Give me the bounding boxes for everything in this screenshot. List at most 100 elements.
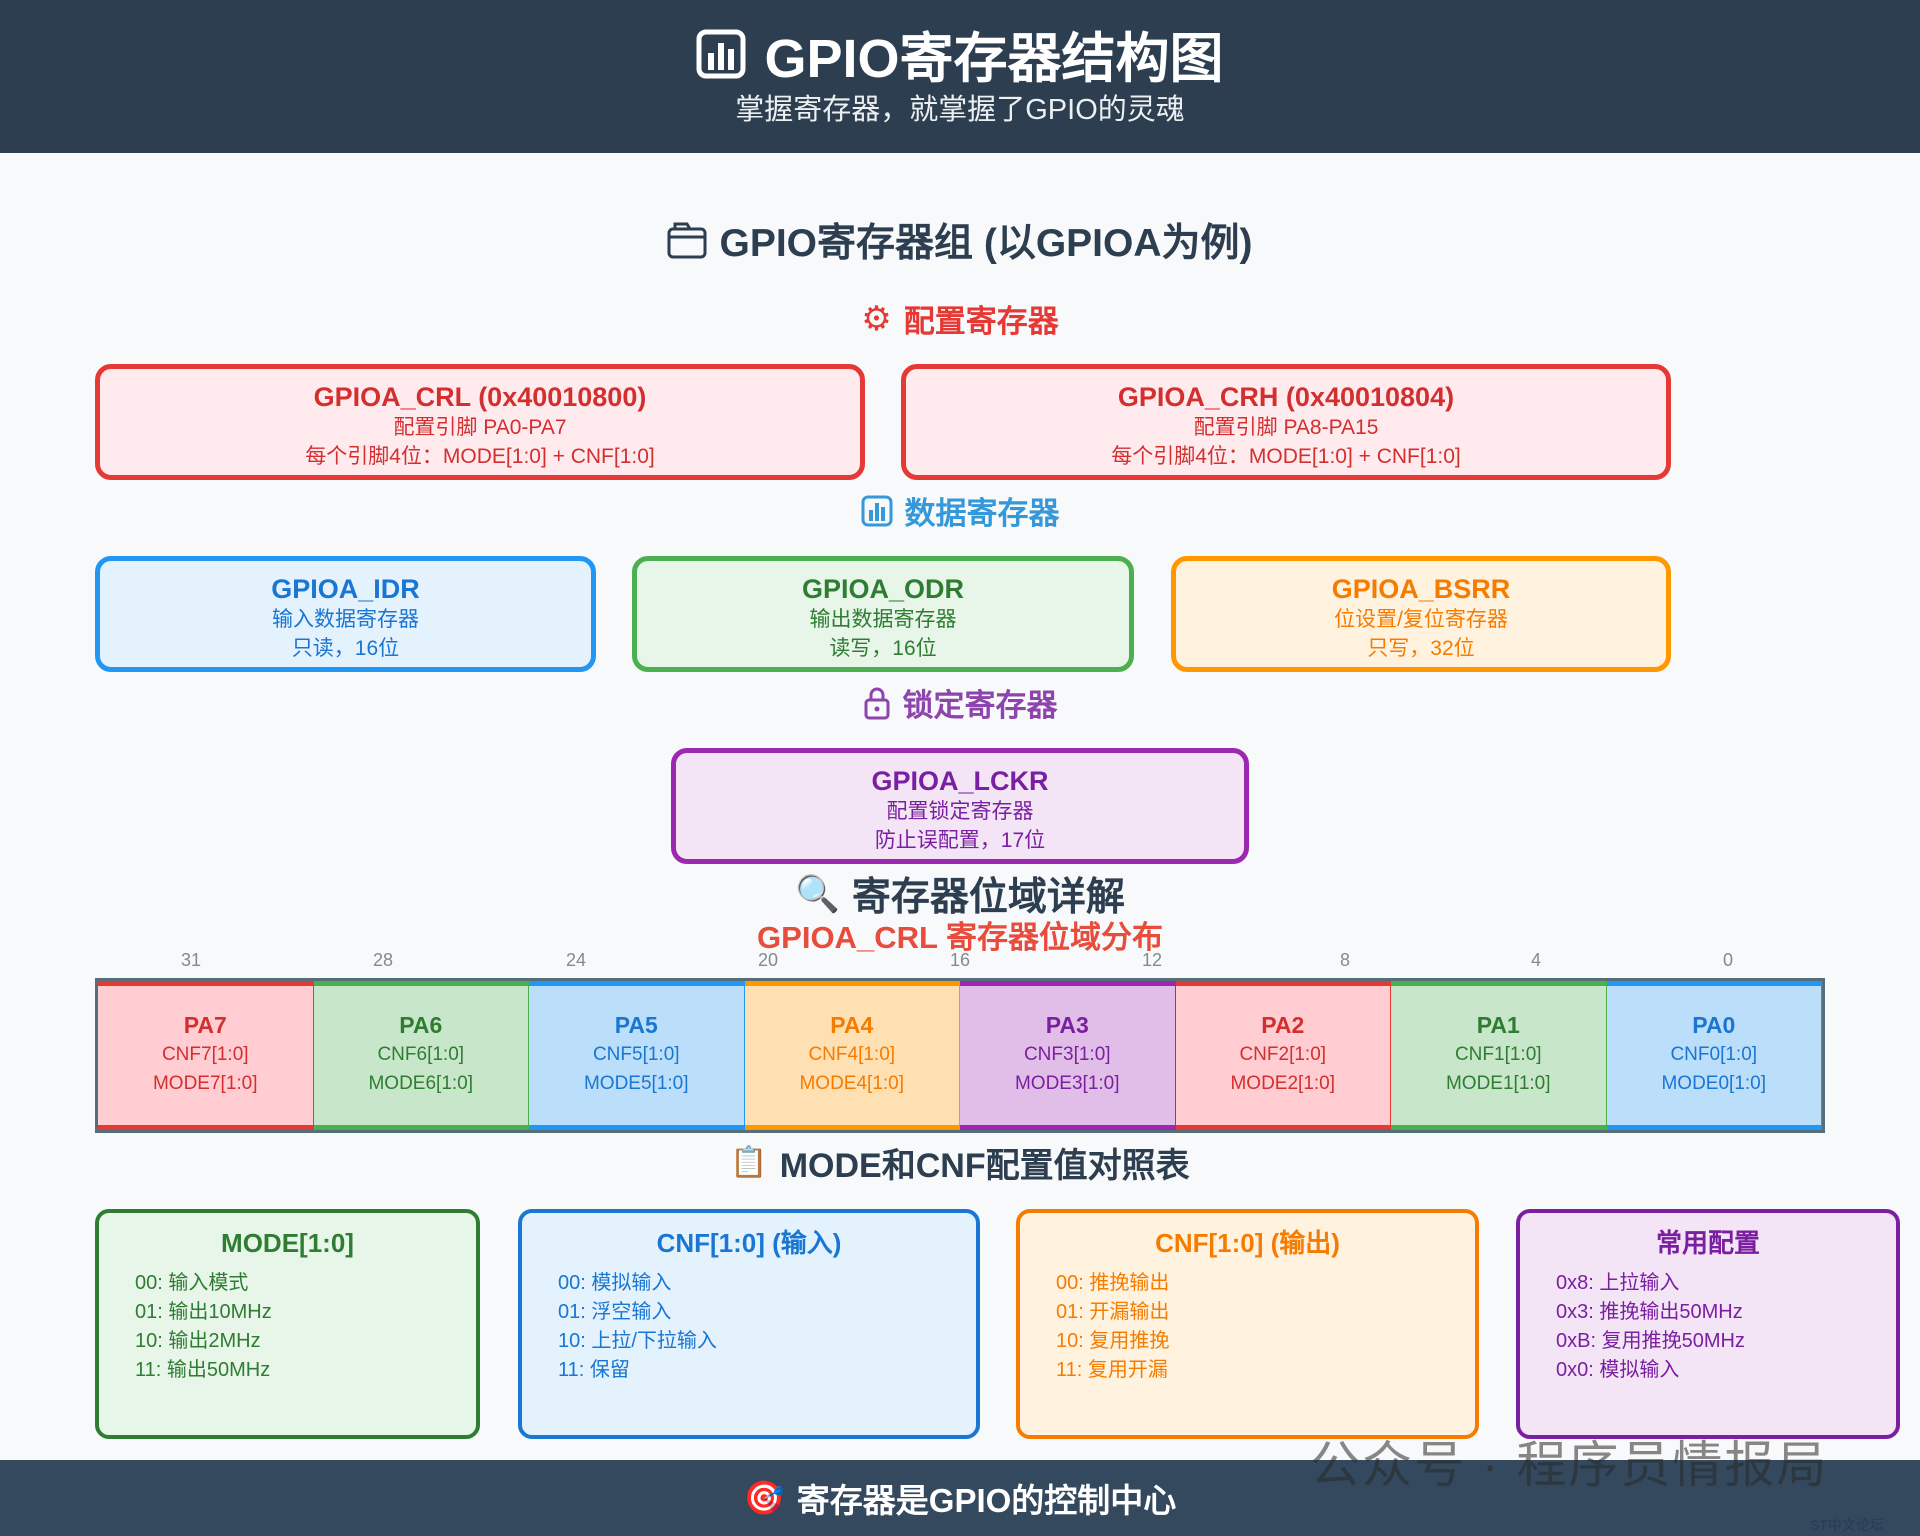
- bit-number-label: 12: [1141, 950, 1163, 970]
- mode-label: MODE1[1:0]: [1445, 1073, 1551, 1094]
- cnf-input-table: CNF[1:0] (输入) 00: 模拟输入 01: 浮空输入 10: 上拉/下拉输入…: [518, 1209, 980, 1439]
- crl-pins: 配置引脚 PA0-PA7: [393, 416, 567, 439]
- odr-desc: 输出数据寄存器: [809, 608, 957, 631]
- idr-register-box: GPIOA_IDR 输入数据寄存器 只读，16位: [95, 556, 596, 672]
- mode-label: MODE5[1:0]: [583, 1073, 689, 1094]
- table-row: 00: 模拟输入: [558, 1272, 672, 1294]
- cnf-label: CNF7[1:0]: [161, 1044, 249, 1065]
- magnifier-icon: 🔍: [795, 873, 840, 914]
- bsrr-access: 只写，32位: [1367, 637, 1475, 660]
- header: GPIO寄存器结构图 掌握寄存器，就掌握了GPIO的灵魂: [0, 0, 1920, 153]
- odr-register-box: GPIOA_ODR 输出数据寄存器 读写，16位: [632, 556, 1134, 672]
- pin-label: PA4: [830, 1012, 874, 1038]
- bit-number-label: 16: [949, 950, 971, 970]
- table-title: CNF[1:0] (输出): [1155, 1228, 1340, 1258]
- bit-number-label: 31: [180, 950, 202, 970]
- common-config-table: 常用配置 0x8: 上拉输入 0x3: 推挽输出50MHz 0xB: 复用推挽50MH…: [1516, 1209, 1900, 1439]
- table-row: 11: 保留: [558, 1359, 630, 1381]
- bitfield-heading: 🔍 寄存器位域详解: [0, 866, 1920, 922]
- crh-title: GPIOA_CRH (0x40010804): [1117, 382, 1455, 412]
- bsrr-register-box: GPIOA_BSRR 位设置/复位寄存器 只写，32位: [1171, 556, 1671, 672]
- pin-label: PA3: [1045, 1012, 1089, 1038]
- group-heading-text: GPIO寄存器组 (以GPIOA为例): [719, 222, 1253, 265]
- footer: 🎯 寄存器是GPIO的控制中心: [0, 1460, 1920, 1536]
- bsrr-desc: 位设置/复位寄存器: [1334, 608, 1508, 631]
- forum-watermark: ST中文论坛: [1810, 1517, 1884, 1533]
- bar-chart-icon: [696, 29, 746, 78]
- cnf-label: CNF6[1:0]: [377, 1044, 465, 1065]
- pin-label: PA0: [1692, 1012, 1736, 1038]
- idr-access: 只读，16位: [291, 637, 400, 660]
- gear-icon: ⚙: [861, 299, 892, 338]
- table-title: CNF[1:0] (输入): [656, 1228, 842, 1258]
- idr-desc: 输入数据寄存器: [272, 608, 419, 631]
- bit-number-label: 28: [372, 950, 394, 970]
- lckr-access: 防止误配置，17位: [874, 829, 1046, 852]
- data-heading: 数据寄存器: [0, 488, 1920, 533]
- bsrr-title: GPIOA_BSRR: [1331, 574, 1511, 604]
- crl-title: GPIOA_CRL (0x40010800): [313, 382, 647, 412]
- cnf-output-table: CNF[1:0] (输出) 00: 推挽输出 01: 开漏输出 10: 复用推挽 11:…: [1016, 1209, 1479, 1439]
- folder-icon: [667, 222, 707, 259]
- table-row: 11: 输出50MHz: [135, 1359, 271, 1381]
- table-row: 01: 浮空输入: [558, 1301, 672, 1323]
- lock-icon: [864, 687, 889, 719]
- table-row: 10: 上拉/下拉输入: [558, 1330, 717, 1352]
- table-title: MODE[1:0]: [221, 1228, 354, 1258]
- table-row: 0x8: 上拉输入: [1556, 1272, 1680, 1294]
- table-title: 常用配置: [1655, 1228, 1760, 1258]
- idr-title: GPIOA_IDR: [271, 574, 420, 604]
- lckr-title: GPIOA_LCKR: [871, 766, 1049, 796]
- bitfield-heading-text: 寄存器位域详解: [851, 876, 1125, 919]
- lock-heading-text: 锁定寄存器: [902, 688, 1058, 723]
- bitfield-subtitle: GPIOA_CRL 寄存器位域分布: [757, 920, 1163, 955]
- cnf-label: CNF3[1:0]: [1023, 1044, 1111, 1065]
- tables-heading: 📋 MODE和CNF配置值对照表: [0, 1138, 1920, 1187]
- table-row: 0xB: 复用推挽50MHz: [1556, 1330, 1745, 1352]
- target-icon: 🎯: [743, 1478, 785, 1516]
- lckr-register-box: GPIOA_LCKR 配置锁定寄存器 防止误配置，17位: [671, 748, 1249, 864]
- table-row: 01: 开漏输出: [1056, 1301, 1170, 1323]
- odr-title: GPIOA_ODR: [801, 574, 965, 604]
- table-row: 11: 复用开漏: [1056, 1359, 1168, 1381]
- group-heading: GPIO寄存器组 (以GPIOA为例): [0, 212, 1920, 268]
- data-heading-text: 数据寄存器: [904, 496, 1060, 531]
- pin-label: PA1: [1476, 1012, 1520, 1038]
- table-row: 0x3: 推挽输出50MHz: [1556, 1301, 1743, 1323]
- page-title: GPIO寄存器结构图: [0, 14, 1920, 93]
- mode-label: MODE6[1:0]: [368, 1073, 474, 1094]
- cnf-label: CNF4[1:0]: [808, 1044, 896, 1065]
- crl-register-box: GPIOA_CRL (0x40010800) 配置引脚 PA0-PA7 每个引脚…: [95, 364, 865, 480]
- bit-number-label: 8: [1339, 950, 1350, 970]
- bit-number-label: 0: [1722, 950, 1733, 970]
- table-row: 00: 输入模式: [135, 1272, 249, 1294]
- mode-label: MODE7[1:0]: [152, 1073, 258, 1094]
- pin-label: PA7: [183, 1012, 227, 1038]
- cnf-label: CNF0[1:0]: [1670, 1044, 1758, 1065]
- crh-format: 每个引脚4位：MODE[1:0] + CNF[1:0]: [1111, 445, 1461, 468]
- pin-label: PA2: [1261, 1012, 1305, 1038]
- odr-access: 读写，16位: [829, 637, 937, 660]
- lock-heading: 锁定寄存器: [0, 680, 1920, 725]
- crh-pins: 配置引脚 PA8-PA15: [1193, 416, 1379, 439]
- pin-label: PA6: [399, 1012, 443, 1038]
- table-row: 00: 推挽输出: [1056, 1272, 1170, 1294]
- crl-format: 每个引脚4位：MODE[1:0] + CNF[1:0]: [305, 445, 655, 468]
- tables-heading-text: MODE和CNF配置值对照表: [779, 1147, 1190, 1185]
- cnf-label: CNF2[1:0]: [1239, 1044, 1327, 1065]
- page-subtitle: 掌握寄存器，就掌握了GPIO的灵魂: [735, 94, 1185, 126]
- clipboard-icon: 📋: [730, 1146, 768, 1179]
- title-text: GPIO寄存器结构图: [764, 29, 1224, 89]
- table-row: 10: 复用推挽: [1056, 1330, 1170, 1352]
- bar-chart-icon: [861, 495, 892, 526]
- bit-number-label: 24: [565, 950, 587, 970]
- footer-text: 寄存器是GPIO的控制中心: [796, 1482, 1177, 1519]
